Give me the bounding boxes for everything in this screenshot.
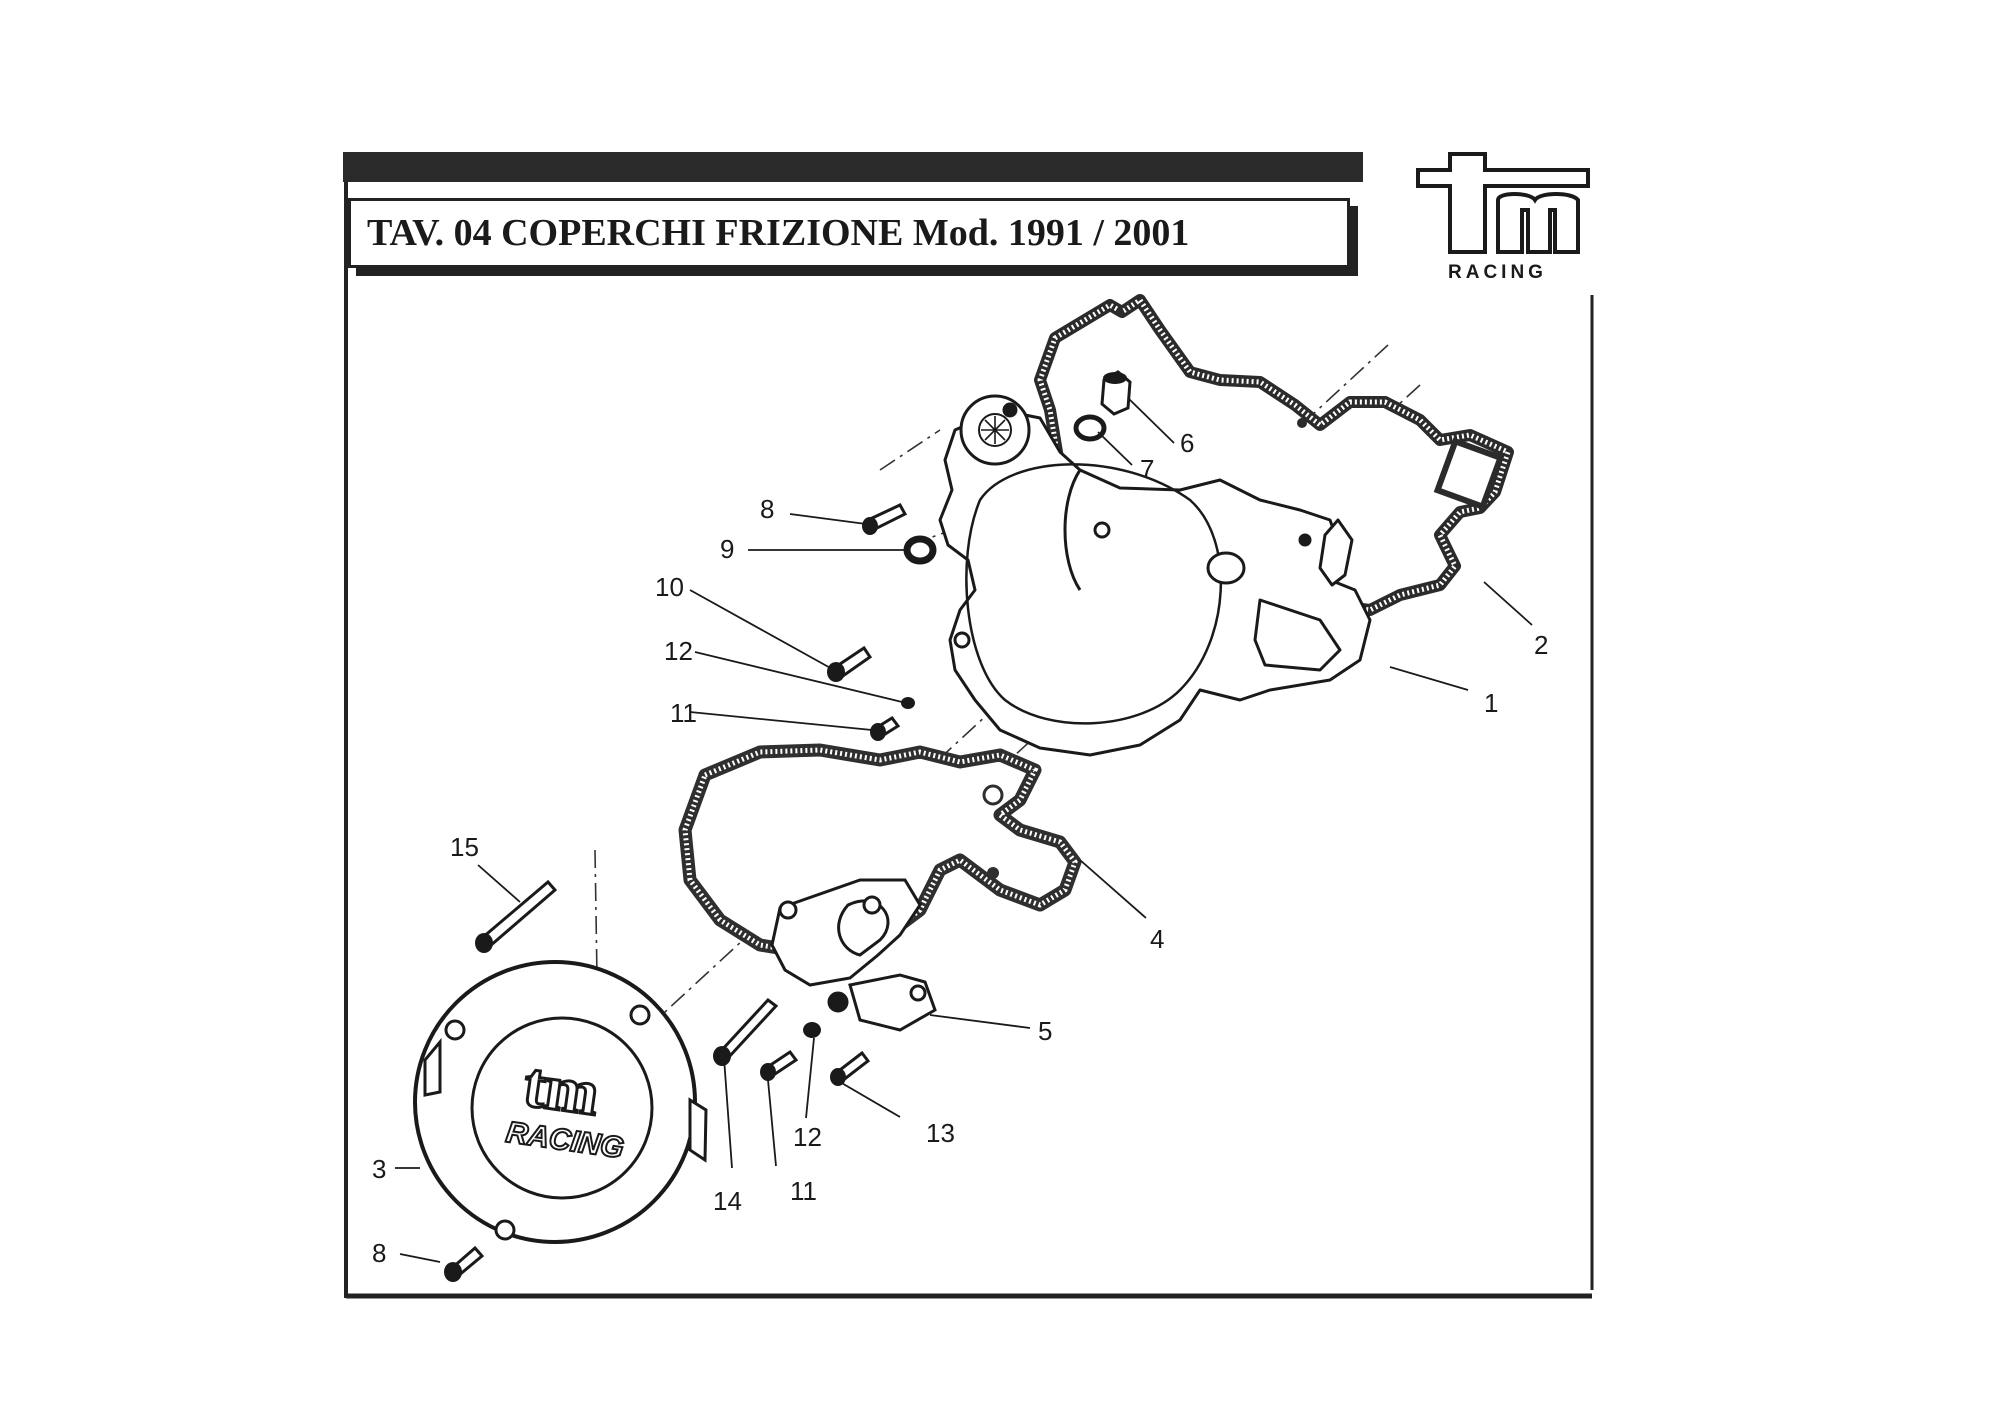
header-bar (343, 152, 1363, 182)
part-11-screw-lower (760, 1049, 799, 1081)
callout-4: 4 (1150, 924, 1164, 954)
part-14-bolt (713, 997, 779, 1066)
callout-8-upper: 8 (760, 494, 774, 524)
callout-10: 10 (655, 572, 684, 602)
part-8-screw-lower (444, 1245, 485, 1282)
callout-11-lower: 11 (790, 1176, 817, 1206)
callout-1: 1 (1484, 688, 1498, 718)
part-10-screw (827, 645, 873, 682)
part-15-long-bolt (475, 879, 558, 953)
page-title: TAV. 04 COPERCHI FRIZIONE Mod. 1991 / 20… (367, 212, 1190, 254)
callout-11-upper: 11 (670, 698, 697, 728)
part-11-screw-upper (870, 715, 901, 741)
callout-2: 2 (1534, 630, 1548, 660)
part-12-washer-upper (901, 697, 915, 709)
callout-6: 6 (1180, 428, 1194, 458)
callout-7: 7 (1140, 454, 1154, 484)
callout-8-lower: 8 (372, 1238, 386, 1268)
callout-3: 3 (372, 1154, 386, 1184)
part-3-ignition-cover: tm RACING (413, 960, 708, 1244)
leader-lines (395, 397, 1533, 1263)
callout-5: 5 (1038, 1016, 1052, 1046)
callout-12-lower: 12 (793, 1122, 822, 1152)
cover-logo-mark: tm (520, 1048, 604, 1129)
tm-logo-word: RACING (1448, 262, 1547, 283)
callout-12-upper: 12 (664, 636, 693, 666)
title-box: TAV. 04 COPERCHI FRIZIONE Mod. 1991 / 20… (348, 198, 1350, 268)
part-12-washer-lower (803, 1022, 821, 1038)
part-1-clutch-cover (938, 394, 1372, 757)
part-8-screw-top (862, 503, 908, 535)
callout-13: 13 (926, 1118, 955, 1148)
callout-15: 15 (450, 832, 479, 862)
callout-14: 14 (713, 1186, 742, 1216)
tm-logo-mark (1416, 152, 1590, 254)
tm-racing-logo: RACING (1416, 152, 1590, 283)
part-7-washer (1073, 414, 1107, 442)
part-6-plug (1100, 370, 1132, 416)
part-5-pump-housing (770, 878, 937, 1032)
callout-9: 9 (720, 534, 734, 564)
part-9-nut (903, 535, 937, 565)
part-13-screw (830, 1050, 871, 1086)
